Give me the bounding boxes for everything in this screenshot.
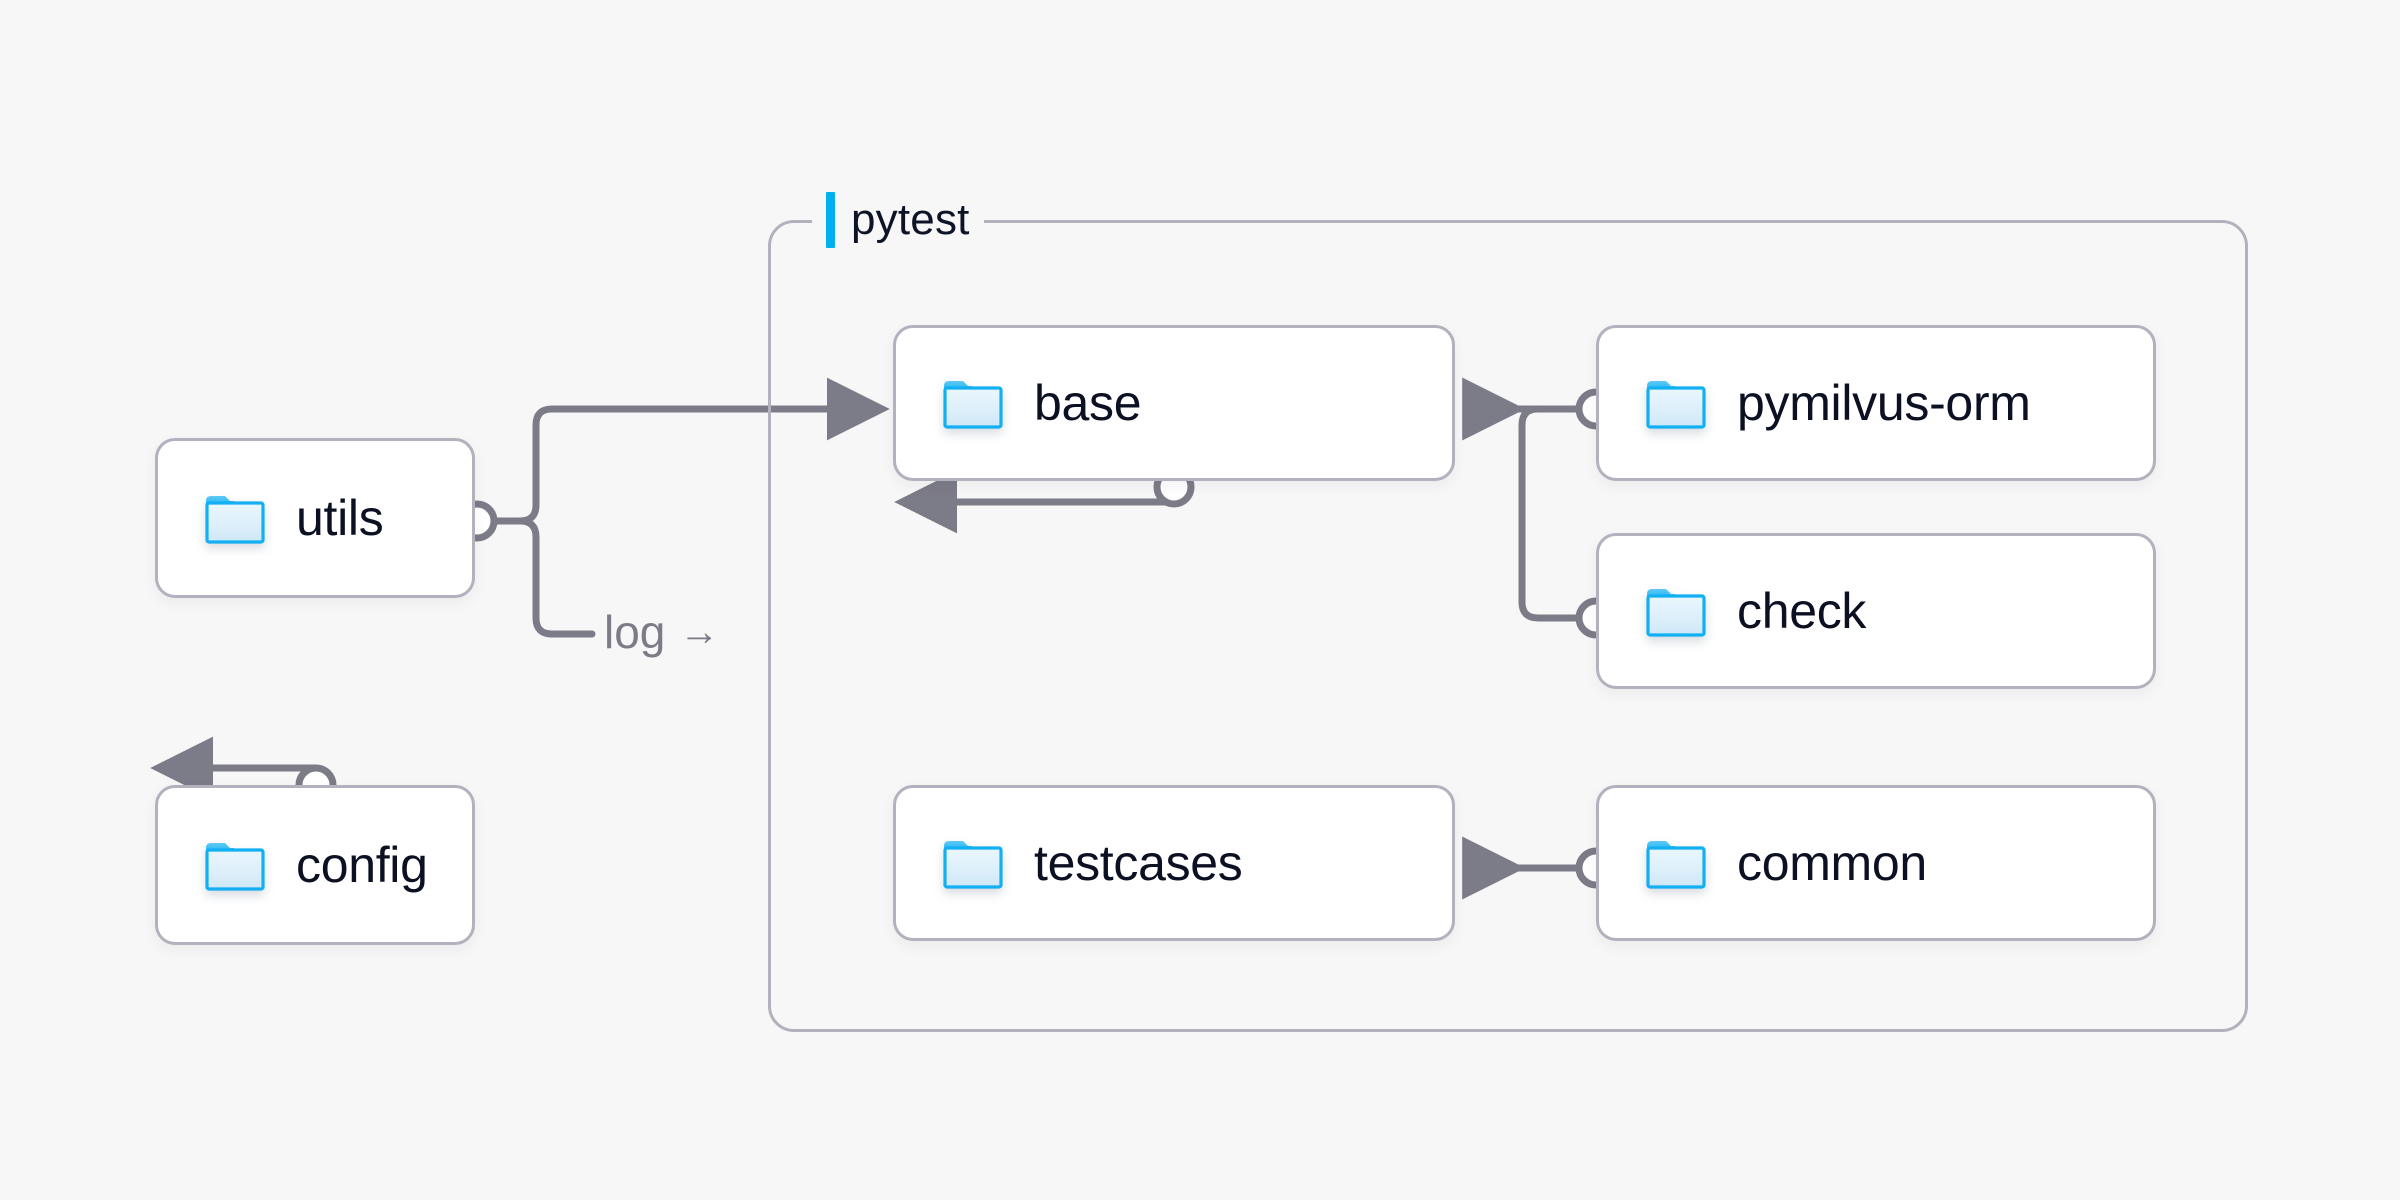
node-label: check [1737, 583, 1867, 639]
group-pytest[interactable] [768, 220, 2248, 1032]
edge-label-log: log → [604, 609, 719, 655]
node-label: common [1737, 835, 1927, 891]
node-testcases[interactable]: testcases [893, 785, 1455, 941]
node-label: base [1034, 375, 1142, 431]
folder-icon [943, 841, 1003, 889]
folder-icon [1646, 841, 1706, 889]
folder-icon [205, 496, 265, 544]
group-title: pytest [851, 195, 970, 244]
node-label: testcases [1034, 835, 1243, 891]
node-label: config [296, 837, 428, 893]
group-pytest-label: pytest [812, 191, 984, 249]
node-base[interactable]: base [893, 325, 1455, 481]
node-config[interactable]: config [155, 785, 475, 945]
node-label: pymilvus-orm [1737, 375, 2031, 431]
node-common[interactable]: common [1596, 785, 2156, 941]
arrow-right-icon: → [679, 610, 720, 654]
folder-icon [205, 843, 265, 891]
accent-bar-icon [826, 192, 835, 248]
node-check[interactable]: check [1596, 533, 2156, 689]
folder-icon [1646, 589, 1706, 637]
node-pymilvus-orm[interactable]: pymilvus-orm [1596, 325, 2156, 481]
edge-utils-to-log [516, 517, 596, 638]
folder-icon [1646, 381, 1706, 429]
node-label: utils [296, 490, 384, 546]
edge-label-log-text: log [604, 606, 666, 658]
node-utils[interactable]: utils [155, 438, 475, 598]
folder-icon [943, 381, 1003, 429]
